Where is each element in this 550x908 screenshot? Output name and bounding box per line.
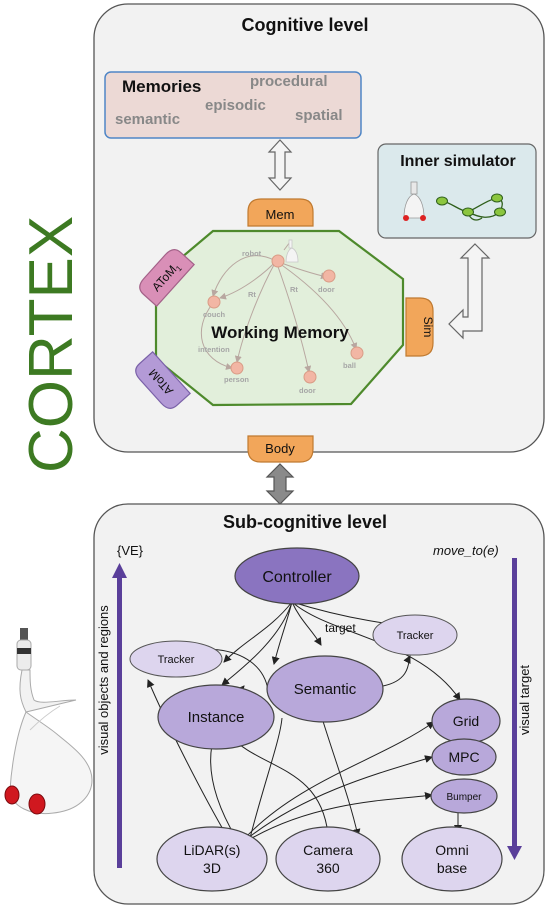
- camera-label-line2: 360: [316, 860, 340, 876]
- atom-port[interactable]: AToM: [132, 350, 191, 412]
- mem-port[interactable]: Mem: [247, 198, 314, 227]
- bumper-label: Bumper: [446, 792, 482, 803]
- cognitive-title: Cognitive level: [241, 15, 368, 35]
- inner-simulator-box: Inner simulator: [377, 143, 537, 239]
- camera-label-line1: Camera: [303, 842, 353, 858]
- omni-label-line1: Omni: [435, 842, 468, 858]
- memories-title: Memories: [122, 77, 201, 96]
- bumper-node[interactable]: Bumper: [430, 778, 498, 814]
- lidar-node[interactable]: LiDAR(s) 3D: [156, 826, 268, 892]
- wm-node-ball: ball: [343, 361, 356, 370]
- sim-port[interactable]: Sim: [405, 297, 435, 357]
- wm-node-couch: couch: [203, 310, 226, 319]
- memories-mem-arrow: [267, 139, 293, 191]
- simulator-robot-icon: [403, 181, 426, 221]
- wm-node-door-bottom: door: [299, 386, 316, 395]
- sim-port-label: Sim: [421, 317, 435, 338]
- target-edge-label: target: [325, 621, 356, 635]
- memory-procedural: procedural: [250, 73, 328, 90]
- wm-edge-rt-2: Rt: [290, 285, 298, 294]
- memory-episodic: episodic: [205, 97, 266, 114]
- semantic-node[interactable]: Semantic: [266, 655, 384, 723]
- left-arrow-label: visual objects and regions: [96, 605, 111, 755]
- wm-robot-sketch: [285, 239, 299, 263]
- wm-edge-intention: intention: [198, 345, 230, 354]
- grid-node[interactable]: Grid: [431, 698, 501, 744]
- wm-node-door-top: door: [318, 285, 335, 294]
- ve-label: {VE}: [117, 543, 144, 558]
- wm-edge-rt-1: Rt: [248, 290, 256, 299]
- semantic-label: Semantic: [294, 681, 357, 698]
- controller-label: Controller: [262, 569, 332, 586]
- subcognitive-title: Sub-cognitive level: [223, 512, 387, 532]
- grid-label: Grid: [453, 713, 479, 729]
- lidar-label-line1: LiDAR(s): [184, 842, 241, 858]
- cortex-label: CORTEX: [17, 216, 86, 473]
- camera-node[interactable]: Camera 360: [275, 826, 381, 892]
- instance-node[interactable]: Instance: [157, 684, 275, 750]
- controller-node[interactable]: Controller: [234, 547, 360, 605]
- memory-semantic: semantic: [115, 111, 180, 128]
- robot-illustration: [4, 628, 93, 815]
- sim-simulator-arrow: [448, 243, 491, 340]
- body-port[interactable]: Body: [247, 435, 314, 463]
- wm-node-person: person: [224, 375, 249, 384]
- tracker-left-node[interactable]: Tracker: [129, 640, 223, 678]
- tracker-left-label: Tracker: [158, 654, 195, 666]
- omni-label-line2: base: [437, 860, 468, 876]
- tracker-right-label: Tracker: [397, 630, 434, 642]
- lidar-label-line2: 3D: [203, 860, 221, 876]
- instance-label: Instance: [188, 709, 245, 726]
- memories-box: Memories procedural episodic semantic sp…: [104, 71, 362, 139]
- wm-node-robot: robot: [242, 249, 262, 258]
- right-arrow-label: visual target: [517, 665, 532, 735]
- mem-port-label: Mem: [266, 207, 295, 222]
- move-to-label: move_to(e): [433, 543, 499, 558]
- mpc-label: MPC: [448, 749, 479, 765]
- wm-graph-nodes: [207, 254, 364, 384]
- inner-simulator-title: Inner simulator: [400, 153, 516, 170]
- mpc-node[interactable]: MPC: [431, 738, 497, 776]
- memory-spatial: spatial: [295, 107, 343, 124]
- right-visual-arrow: [507, 558, 522, 860]
- body-subcognitive-arrow: [265, 463, 295, 505]
- left-visual-arrow: [112, 563, 127, 868]
- omni-base-node[interactable]: Omni base: [401, 826, 503, 892]
- working-memory-title: Working Memory: [211, 323, 349, 342]
- body-port-label: Body: [265, 441, 295, 456]
- tracker-right-node[interactable]: Tracker: [372, 614, 458, 656]
- atom1-subscript: 1: [174, 264, 184, 274]
- wm-graph-edges: [200, 241, 358, 373]
